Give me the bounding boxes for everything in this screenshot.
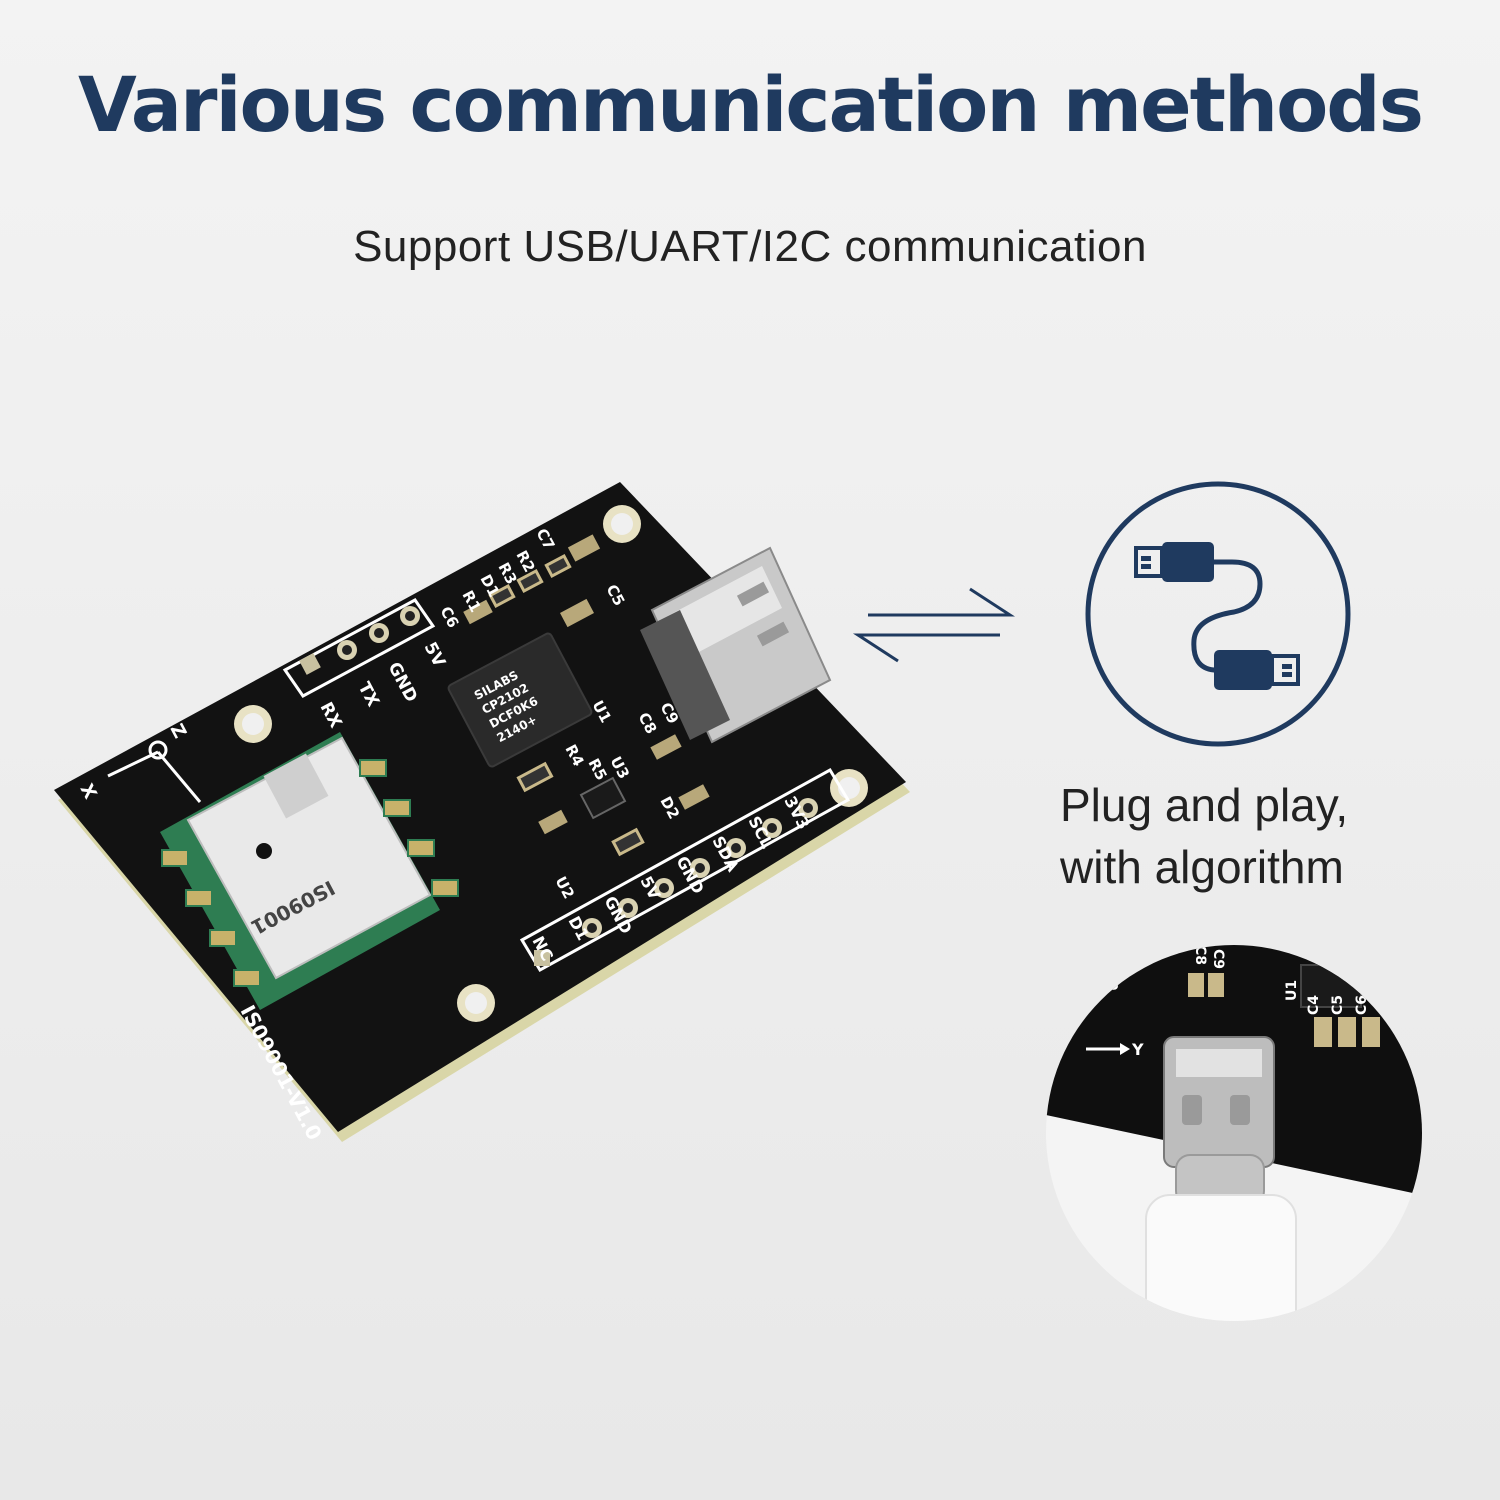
caption-line-2: with algorithm xyxy=(1060,841,1344,893)
zoom-ref-u1: U1 xyxy=(1284,980,1300,1001)
closeup-usb-c-plug xyxy=(1145,1154,1297,1321)
caption: Plug and play, with algorithm xyxy=(1060,774,1390,898)
zoom-ref-c6: C6 xyxy=(1354,995,1370,1015)
bidirectional-arrows-icon xyxy=(850,575,1016,670)
usb-uart-chip: SILABS CP2102 DCF0K6 2140+ xyxy=(447,632,593,768)
bottom-header xyxy=(519,767,851,973)
closeup-components xyxy=(1188,964,1380,1047)
imu-module: IS09001 xyxy=(160,732,459,1010)
zoom-ref-c4: C4 xyxy=(1306,995,1322,1015)
pcb-board-image: RX TX GND 5V SILABS CP2102 DCF0K6 2140+ xyxy=(40,470,940,1170)
subheadline: Support USB/UART/I2C communication xyxy=(353,222,1147,271)
smd-components-top xyxy=(463,534,710,857)
zoom-ref-c8: C8 xyxy=(1192,945,1208,965)
zoom-ref-c9: C9 xyxy=(1210,949,1226,969)
zoom-ref-c11: C11 xyxy=(1088,963,1104,993)
mounting-holes xyxy=(234,505,868,1022)
headline: Various communication methods xyxy=(78,60,1424,149)
zoom-ref-c5: C5 xyxy=(1330,995,1346,1015)
usb-c-closeup-image: C8 C9 C11 U3 U1 C4 C5 C6 C Y xyxy=(1046,945,1422,1321)
usb-cable-icon xyxy=(1084,480,1352,748)
usb-c-connector xyxy=(640,546,832,744)
zoom-axis-y: Y xyxy=(1131,1040,1144,1059)
zoom-ref-u3: U3 xyxy=(1106,970,1122,991)
closeup-usb-c-port xyxy=(1163,1036,1275,1168)
zoom-ref-c: C xyxy=(1378,1005,1394,1015)
uart-header xyxy=(282,598,436,698)
caption-line-1: Plug and play, xyxy=(1060,779,1349,831)
